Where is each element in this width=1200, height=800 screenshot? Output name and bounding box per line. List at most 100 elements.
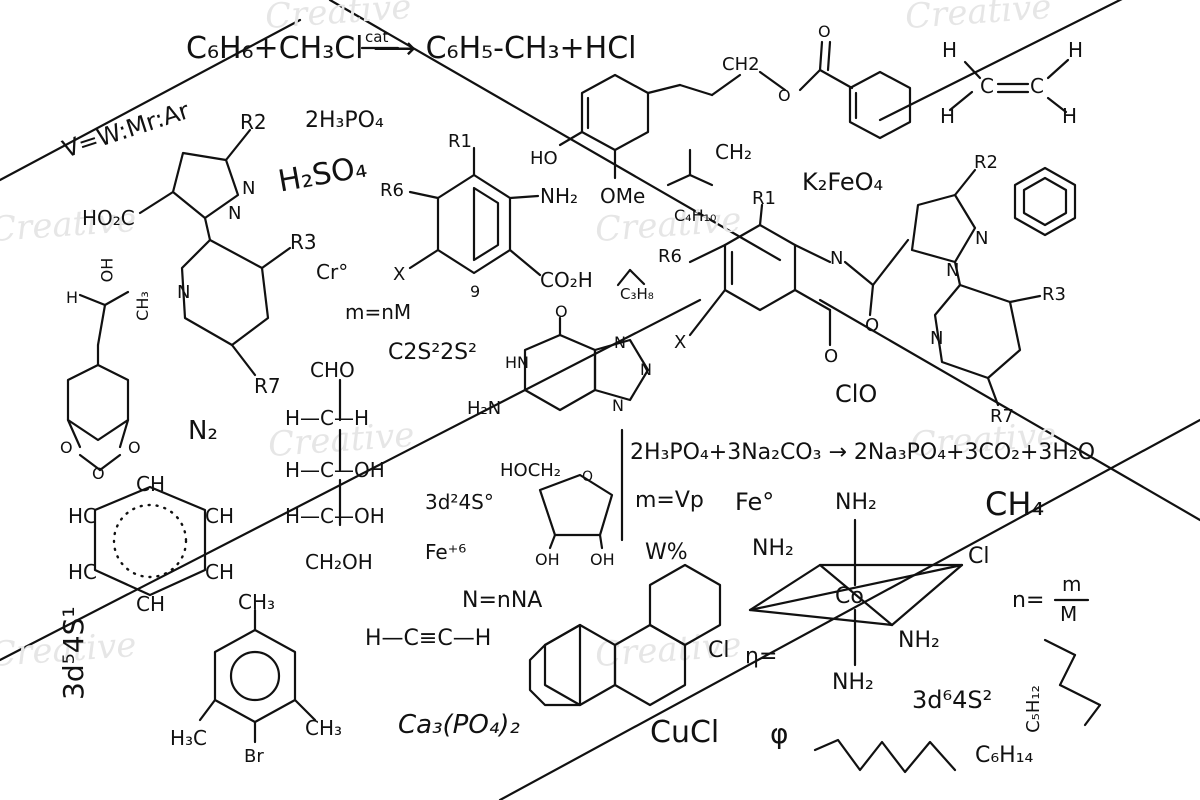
mass-formula: m=nM (345, 300, 412, 324)
mole-formula: n= (1012, 588, 1045, 613)
benzoyl-ring (848, 70, 912, 140)
r7-label: R7 (254, 374, 281, 398)
oxygen-label: O (60, 438, 73, 457)
ch2oh-label: CH₂OH (305, 550, 373, 574)
nitrogen-gas-label: N₂ (188, 416, 218, 446)
hexane-label: C₆H₁₄ (975, 743, 1034, 768)
x-label: X (674, 332, 687, 353)
n-label: N (975, 228, 989, 249)
electron-config: 3d²4S° (425, 490, 494, 514)
hc-label: HC (68, 504, 98, 528)
r6-label: R6 (658, 246, 682, 267)
hoch2-label: HOCH₂ (500, 460, 562, 481)
hydrogen-label: H (1062, 104, 1078, 128)
oxygen-label: O (128, 438, 141, 457)
bromine-label: Br (244, 746, 264, 767)
ho2c-label: HO₂C (82, 206, 135, 230)
dioxole-benzene (66, 363, 130, 442)
methyl-label: CH₃ (238, 590, 276, 614)
phosphate-equation: 2H₃PO₄+3Na₂CO₃ → 2Na₃PO₄+3CO₂+3H₂O (630, 440, 1096, 465)
ammine-ligand: NH₂ (752, 536, 794, 561)
benzene-ring-topright (1013, 166, 1077, 237)
ammine-ligand: NH₂ (898, 628, 940, 653)
hydroxyl-label: OH (590, 550, 615, 569)
r3-label: R3 (290, 230, 317, 254)
phi-label: φ (770, 717, 789, 750)
carbon-label: C (1030, 74, 1044, 98)
methyl-label: CH₃ (305, 716, 343, 740)
oxygen-label: O (824, 346, 839, 367)
n-label: N (612, 396, 624, 415)
cobalt-label: Co (835, 584, 864, 609)
oxygen-label: O (92, 464, 105, 483)
electron-config: 3d⁵4S¹ (57, 606, 90, 700)
avogadro-formula: N=nNA (462, 588, 543, 613)
n-label: N (177, 282, 191, 303)
cr-label: Cr° (316, 260, 349, 284)
r2-label: R2 (240, 110, 267, 134)
cyclohexadiene-ring (93, 485, 207, 597)
methyl-label: H₃C (170, 726, 208, 750)
pyrazole-ring-left (171, 151, 240, 220)
chlorine-label: Cl (968, 544, 990, 569)
benzene-chlorination-equation: C₆H₆+CH₃Cl ⟶ C₆H₅-CH₃+HCl (186, 31, 637, 66)
r3-label: R3 (1042, 284, 1066, 305)
hydroxyl-label: OH (97, 257, 117, 283)
butane-label: C₄H₁₀ (674, 206, 717, 225)
methoxy-label: OMe (600, 184, 646, 208)
mesitylene-ring (213, 628, 297, 724)
x-label: X (393, 264, 406, 285)
carboxyl-label: CO₂H (540, 268, 593, 292)
ferrate-label: K₂FeO₄ (802, 168, 884, 196)
r6-label: R6 (380, 180, 404, 201)
n-label: N (228, 203, 242, 224)
ch-label: CH (136, 472, 166, 496)
oxygen-label: O (778, 86, 791, 105)
mole-formula-numerator: m (1062, 572, 1082, 596)
ribose-ring (538, 473, 614, 537)
ch2-label: CH₂ (715, 140, 753, 164)
hexane-zigzag (813, 738, 957, 774)
electron-config: 3d⁶4S² (912, 686, 993, 714)
carbon-label: C (980, 74, 994, 98)
copper-chloride-label: CuCl (650, 715, 720, 750)
efficiency-label: η= (745, 644, 778, 669)
oxygen-label: O (818, 22, 831, 41)
catalyst-label: cat (365, 28, 389, 46)
amine-label: NH₂ (540, 184, 579, 208)
pyridine-ring-right (933, 283, 1022, 380)
oxygen-label: O (555, 302, 568, 321)
ch-label: CH (205, 504, 235, 528)
r2-label: R2 (974, 152, 998, 173)
pah-ring-top (648, 563, 722, 647)
guanine-ring (523, 333, 597, 412)
r1-label: R1 (752, 188, 776, 209)
iron-label: Fe° (735, 488, 775, 516)
glucose-row: H—C—H (285, 406, 370, 430)
aldehyde-label: CHO (310, 358, 355, 382)
glucose-row: H—C—OH (285, 504, 385, 528)
hn-label: HN (505, 353, 529, 372)
chlorine-label: Cl (708, 638, 730, 663)
hydrogen-label: H (66, 288, 79, 307)
ammine-ligand: NH₂ (835, 490, 877, 515)
hc-label: HC (68, 560, 98, 584)
mass-fraction-label: W% (645, 540, 688, 565)
hydrogen-label: H (942, 38, 958, 62)
hydrogen-label: H (1068, 38, 1084, 62)
r1-label: R1 (448, 131, 472, 152)
ch-label: CH (205, 560, 235, 584)
oxygen-label: O (582, 469, 594, 485)
amine-label: H₂N (467, 398, 502, 419)
r7-label: R7 (990, 406, 1014, 427)
hydroxyl-label: HO (530, 148, 558, 169)
calcium-phosphate-label: Ca₃(PO₄)₂ (398, 710, 520, 740)
benzoxazinone-benzene (723, 223, 797, 312)
acetylene-label: H—C≡C—H (365, 626, 492, 651)
hydrogen-label: H (940, 104, 956, 128)
density-formula: m=Vp (635, 488, 704, 513)
hydroxyl-label: OH (535, 550, 560, 569)
